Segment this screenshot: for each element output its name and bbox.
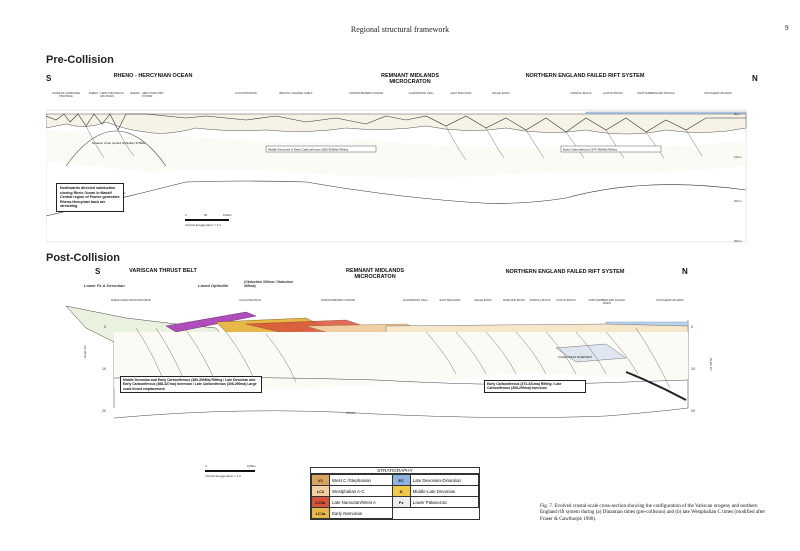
pre-basin: ASKRIGG BLOCK [566,92,596,95]
pre-scale-tick: 50 [204,213,207,217]
post-region-midlands: REMNANT MIDLANDS MICROCRATON [335,268,415,280]
pre-basin: LONDON BRABANT MASSIF [346,92,386,95]
post-depth-tick: 20 [691,409,695,413]
pre-depth-tick: 0km [734,112,740,116]
post-collision-cross-section: CALEDONIAN BASEMENT MOHO 0 10 20 0 10 20… [46,288,746,428]
pre-basin: ALSTON BLOCK [598,92,628,95]
post-depth-tick: 10 [691,367,695,371]
post-scale-tick: 100km [247,464,256,468]
basement-label: CALEDONIAN BASEMENT [558,355,593,359]
pre-region-north-england: NORTHERN ENGLAND FAILED RIFT SYSTEM [500,73,670,79]
legend-empty [392,508,410,519]
post-scale-text: Vertical Exaggeration = 1:2 [205,474,241,478]
pre-scale-text: Vertical Exaggeration = 1:2 [185,223,221,227]
pre-depth-tick: 30km [734,239,742,243]
pre-depth-tick: 20km [734,199,742,203]
obduction-label: (Obduction 300ma / Obduction 365ma) [244,280,304,288]
post-scale-bar: 0 100km Vertical Exaggeration = 1:2 [205,465,265,481]
pre-basin: SOUTHERN UPLANDS [698,92,738,95]
pre-region-rheno: RHENO - HERCYNIAN OCEAN [78,73,228,79]
pre-basin-labels: CHARLES CAMPAGNE PROVINCE RHENO - HERCYN… [46,92,746,106]
pre-basin: EDALE BASIN [484,92,518,95]
pre-south-label: S [46,74,51,83]
pre-basin: RHENO - HERCYNIAN RIFT SYSTEM [128,92,166,98]
page-number: 9 [785,24,789,32]
pre-rift-label-1: Middle Devonian & Early Carboniferous (3… [268,147,348,151]
legend-swatch: LC1a [312,508,330,519]
pre-subduction-note: Northwards directed subduction closing R… [56,183,124,212]
pre-region-midlands: REMNANT MIDLANDS MICROCRATON [370,73,450,85]
pre-basin: CHARLES CAMPAGNE PROVINCE [46,92,86,98]
pre-basin: EAST MIDLANDS [444,92,478,95]
legend-label: Early Namurian [330,508,393,519]
legend-label: Lower Palaeozoic [410,497,478,508]
legend-label: Middle-Late Devonian [410,486,478,497]
legend-row: V1 West C /Stephanian EC Late Devonian-D… [312,475,479,486]
running-title: Regional structural framework [0,25,800,34]
pre-basin: RHENO - HERCYNIAN BACK - ARC BASIN [88,92,126,98]
legend-swatch: D [392,486,410,497]
pre-basin: BRISTOL CHANNEL SHELF [276,92,316,95]
pre-basin: CHARNWOOD HIGH [404,92,438,95]
legend-swatch: LC2 [312,486,330,497]
pre-depth-tick: 10km [734,155,742,159]
pre-collision-cross-section: MOHO 0km 10km 20km 30km Middle Devonian … [46,106,756,246]
stratigraphy-legend: STRATIGRAPHY V1 West C /Stephanian EC La… [310,467,480,520]
legend-swatch: EC [392,475,410,486]
legend-swatch: V1 [312,475,330,486]
post-depth-axis-left: Depth km [83,345,87,358]
legend-label: West C /Stephanian [330,475,393,486]
legend-label: Late Namurian/West A [330,497,393,508]
legend-table: V1 West C /Stephanian EC Late Devonian-D… [311,474,479,519]
post-depth-tick: 10 [102,367,106,371]
legend-row: LC1b Late Namurian/West A Pz Lower Palae… [312,497,479,508]
legend-row: LC1a Early Namurian [312,508,479,519]
pre-oceanic-crust-label: Oceanic Crust (Lizard Ophiolite) 375Ma [92,141,145,145]
legend-empty [410,508,478,519]
post-moho-label: MOHO [346,411,356,415]
legend-swatch: Pz [392,497,410,508]
post-scale-tick: 0 [205,464,207,468]
post-left-rifting-label: Middle Devonian and Early Carboniferous … [120,376,262,393]
legend-swatch: LC1b [312,497,330,508]
post-right-rifting-label: Early Carboniferous (374-331ma) Rifting … [484,380,586,393]
post-region-variscan: VARISCAN THRUST BELT [118,268,208,274]
legend-label: Westphalian A-C [330,486,393,497]
pre-basin: NORTHUMBERLAND TROUGH [636,92,676,95]
pre-rift-label-2: Early Carboniferous (374-350Ma) Rifting [563,147,617,151]
pre-collision-title: Pre-Collision [46,54,114,66]
post-collision-title: Post-Collision [46,252,120,264]
pre-north-label: N [752,74,758,83]
post-depth-tick: 0 [104,325,106,329]
pre-scale-bar: 0 50 100km Vertical Exaggeration = 1:2 [185,215,235,229]
post-depth-axis-right: Depth km [709,358,713,371]
pre-scale-tick: 100km [223,213,232,217]
pre-basin: CULM PROVINCE [226,92,266,95]
pre-scale-tick: 0 [185,213,187,217]
legend-row: LC2 Westphalian A-C D Middle-Late Devoni… [312,486,479,497]
post-region-north-england: NORTHERN ENGLAND FAILED RIFT SYSTEM [490,269,640,275]
legend-label: Late Devonian-Dinantian [410,475,478,486]
post-north-label: N [682,267,688,276]
figure-caption: Fig. 7. Evolved crustal-scale cross-sect… [540,503,775,522]
post-south-label: S [95,267,100,276]
post-depth-tick: 20 [102,409,106,413]
post-depth-tick: 0 [691,325,693,329]
